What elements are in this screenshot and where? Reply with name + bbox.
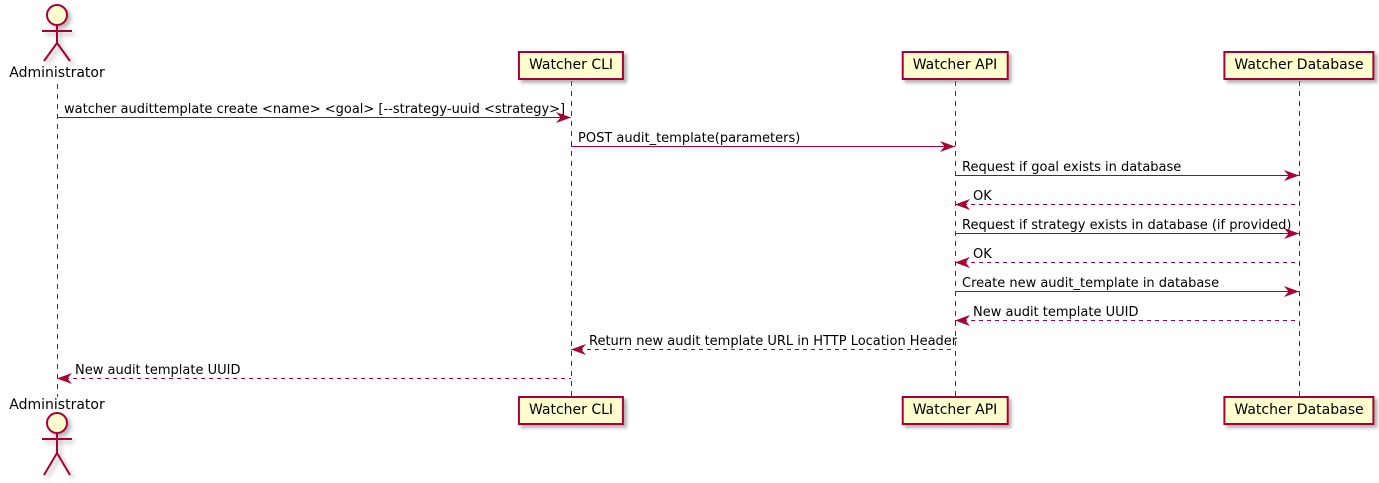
message-line (57, 117, 571, 118)
arrowhead-left-icon (57, 373, 72, 384)
message-9: Return new audit template URL in HTTP Lo… (571, 334, 958, 361)
message-line (955, 204, 1299, 205)
message-line (955, 320, 1299, 321)
message-10: New audit template UUID (57, 363, 571, 390)
arrowhead-right-icon (1284, 228, 1299, 239)
message-1: watcher audittemplate create <name> <goa… (57, 102, 571, 129)
message-line (57, 378, 571, 379)
arrowhead-left-icon (571, 344, 586, 355)
message-label: Request if goal exists in database (962, 160, 1182, 175)
participant-top-watcher-cli: Watcher CLI (517, 51, 625, 80)
message-label: watcher audittemplate create <name> <goa… (64, 102, 566, 117)
message-label: POST audit_template(parameters) (578, 131, 801, 146)
message-4: OK (955, 189, 1299, 216)
arrowhead-right-icon (1284, 286, 1299, 297)
administrator-actor-icon (42, 4, 72, 62)
participant-bottom-watcher-api: Watcher API (901, 396, 1009, 425)
lifeline-watcher-api (955, 81, 956, 396)
message-5: Request if strategy exists in database (… (955, 218, 1299, 245)
administrator-actor-icon-bottom (42, 412, 72, 476)
lifeline-administrator (57, 84, 58, 397)
message-line (955, 291, 1299, 292)
participant-bottom-watcher-database: Watcher Database (1223, 396, 1375, 425)
arrowhead-right-icon (940, 141, 955, 152)
lifeline-watcher-cli (571, 81, 572, 396)
lifeline-watcher-database (1299, 81, 1300, 396)
message-2: POST audit_template(parameters) (571, 131, 955, 158)
arrowhead-left-icon (955, 199, 970, 210)
message-3: Request if goal exists in database (955, 160, 1299, 187)
arrowhead-right-icon (556, 112, 571, 123)
message-line (955, 175, 1299, 176)
participant-top-watcher-api: Watcher API (901, 51, 1009, 80)
message-label: Create new audit_template in database (962, 276, 1220, 291)
message-line (955, 262, 1299, 263)
message-line (571, 349, 955, 350)
message-label: OK (973, 247, 992, 262)
message-7: Create new audit_template in database (955, 276, 1299, 303)
message-label: Request if strategy exists in database (… (962, 218, 1292, 233)
message-label: OK (973, 189, 992, 204)
arrowhead-left-icon (955, 257, 970, 268)
message-label: Return new audit template URL in HTTP Lo… (589, 334, 958, 349)
message-8: New audit template UUID (955, 305, 1299, 332)
message-label: New audit template UUID (973, 305, 1139, 320)
actor-label-top: Administrator (9, 65, 105, 81)
message-6: OK (955, 247, 1299, 274)
arrowhead-left-icon (955, 315, 970, 326)
participant-top-watcher-database: Watcher Database (1223, 51, 1375, 80)
participant-bottom-watcher-cli: Watcher CLI (517, 396, 625, 425)
actor-label-bottom: Administrator (9, 397, 105, 413)
message-line (571, 146, 955, 147)
arrowhead-right-icon (1284, 170, 1299, 181)
message-line (955, 233, 1299, 234)
message-label: New audit template UUID (75, 363, 241, 378)
